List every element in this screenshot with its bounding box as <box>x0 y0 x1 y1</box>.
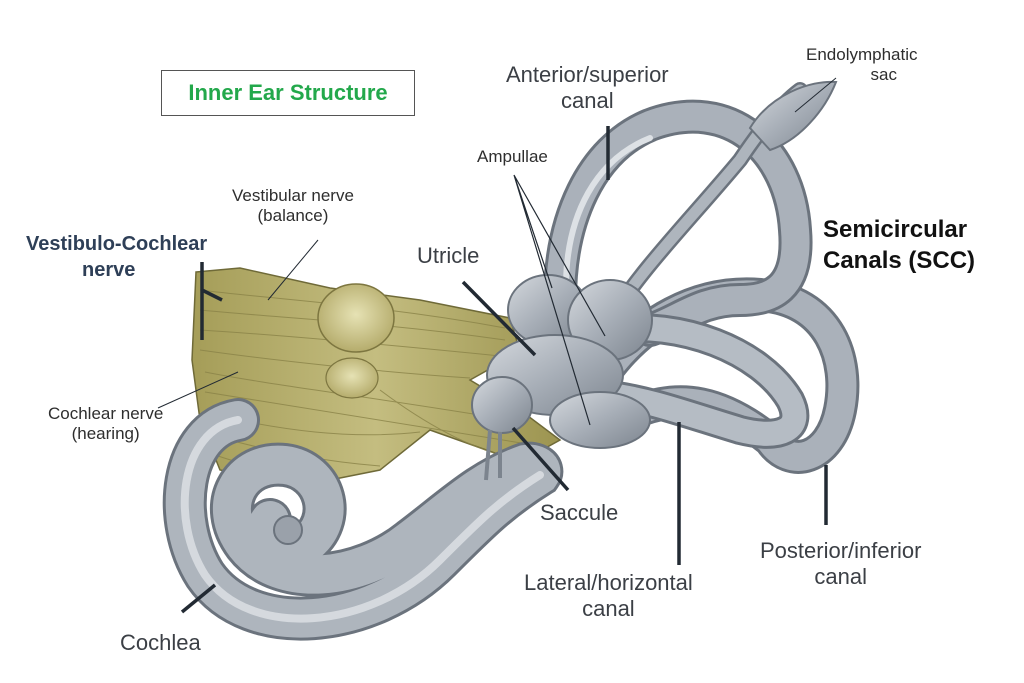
label-posterior-line2: canal <box>814 563 867 589</box>
label-cochlea: Cochlea <box>120 630 201 656</box>
endolymphatic-sac-shape <box>602 80 838 328</box>
inferior-ganglion <box>325 357 379 399</box>
vestibular-ganglion <box>317 283 395 353</box>
label-vestibular-line2: (balance) <box>257 206 329 226</box>
label-semicircular-canals: Semicircular Canals (SCC) <box>823 214 975 276</box>
label-ampullae-text: Ampullae <box>477 147 548 166</box>
label-anterior-canal: Anterior/superior canal <box>506 62 669 114</box>
label-vestibular-line1: Vestibular nerve <box>232 186 354 205</box>
label-vestibulo-cochlear-nerve: Vestibulo-Cochlear nerve <box>26 231 207 283</box>
title-text: Inner Ear Structure <box>188 80 388 105</box>
label-cochlea-text: Cochlea <box>120 630 201 655</box>
label-cochlear-nerve-line2: (hearing) <box>71 424 140 444</box>
cochlea-shape <box>162 398 564 641</box>
label-anterior-canal-line1: Anterior/superior <box>506 62 669 87</box>
vestibule-shape <box>471 274 653 481</box>
lateral-canal-shape <box>595 313 810 449</box>
label-lateral-line2: canal <box>582 595 635 621</box>
label-vestibular-nerve: Vestibular nerve (balance) <box>232 186 354 226</box>
label-endolymphatic-line2: sac <box>870 65 897 85</box>
label-lateral-line1: Lateral/horizontal <box>524 570 693 595</box>
anterior-canal-shape <box>543 99 813 347</box>
label-vc-line1: Vestibulo-Cochlear <box>26 233 208 255</box>
label-scc-line1: Semicircular <box>823 216 968 243</box>
label-saccule: Saccule <box>540 500 618 526</box>
label-ampullae: Ampullae <box>477 147 548 167</box>
label-cochlear-nerve-line1: Cochlear nerve <box>48 404 164 423</box>
label-scc-line2: Canals (SCC) <box>823 247 976 275</box>
label-posterior-canal: Posterior/inferior canal <box>760 538 921 590</box>
label-posterior-line1: Posterior/inferior <box>760 538 922 563</box>
label-vc-line2: nerve <box>82 259 136 281</box>
label-utricle: Utricle <box>417 243 479 269</box>
diagram-title: Inner Ear Structure <box>161 70 415 116</box>
label-endolymphatic-line1: Endolymphatic <box>806 45 918 64</box>
label-cochlear-nerve: Cochlear nerve (hearing) <box>48 404 163 444</box>
label-lateral-canal: Lateral/horizontal canal <box>524 570 693 622</box>
label-utricle-text: Utricle <box>417 243 480 268</box>
leader-lines <box>157 77 837 614</box>
label-endolymphatic-sac: Endolymphatic sac <box>806 45 918 85</box>
label-saccule-text: Saccule <box>540 500 619 525</box>
label-anterior-canal-line2: canal <box>561 87 614 113</box>
